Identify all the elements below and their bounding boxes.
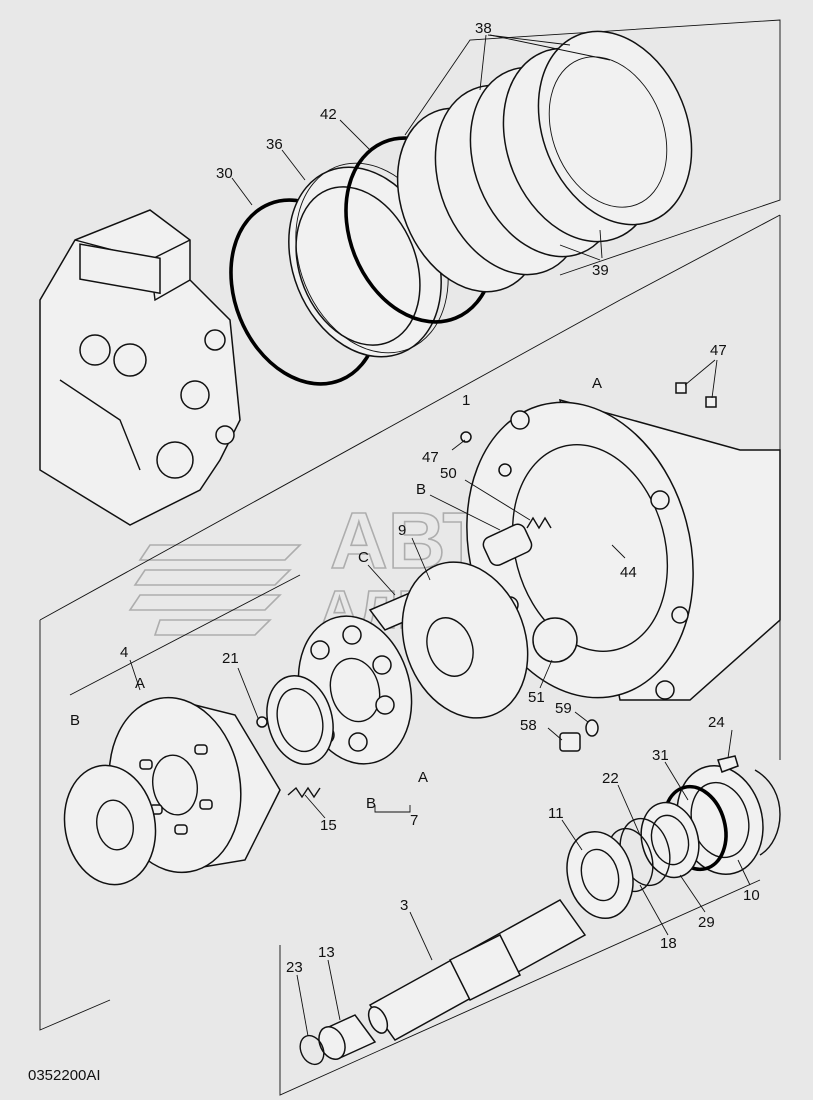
frame-main-top [39, 299, 621, 621]
label-b2: B [70, 712, 80, 729]
label-50: 50 [440, 465, 457, 482]
label-30: 30 [216, 165, 233, 182]
group-frames [39, 19, 781, 1096]
part-10-snap-ring [754, 769, 781, 856]
label-42: 42 [320, 106, 337, 123]
part-9-piston [482, 523, 533, 567]
frame-main-left [39, 620, 111, 1031]
frame-shaft [279, 879, 761, 1096]
label-21: 21 [222, 650, 239, 667]
label-13: 13 [318, 944, 335, 961]
leader-lines [129, 34, 751, 1037]
label-7: 7 [410, 812, 418, 829]
label-36: 36 [266, 136, 283, 153]
label-b3: B [366, 795, 376, 812]
part-59-ring [585, 719, 599, 737]
label-44: 44 [620, 564, 637, 581]
label-1: 1 [462, 392, 470, 409]
part-b-plate [63, 764, 157, 886]
part-15-spring [287, 786, 321, 799]
label-22: 22 [602, 770, 619, 787]
frame-top-right [619, 214, 781, 301]
part-ring-guide [266, 675, 334, 765]
label-47a: 47 [710, 342, 727, 359]
part-1-housing [466, 398, 781, 701]
label-11: 11 [548, 805, 564, 822]
label-59: 59 [555, 700, 572, 717]
valve-housing [39, 209, 241, 526]
part-11-bearing [566, 830, 634, 920]
part-58-plug [559, 732, 581, 752]
watermark-emblem [128, 544, 302, 636]
label-a2: A [135, 675, 145, 692]
drawing-number: 0352200AI [28, 1067, 101, 1084]
label-b1: B [416, 481, 426, 498]
part-38-39-plates [396, 30, 693, 293]
label-31: 31 [652, 747, 669, 764]
label-24: 24 [708, 714, 725, 731]
label-58: 58 [520, 717, 537, 734]
frame-brake-plates [404, 19, 781, 276]
callout-labels: 38 39 42 36 30 47 A 1 47 50 B 9 C 44 51 … [70, 20, 760, 976]
frame-rotor [69, 574, 301, 696]
label-c: C [358, 549, 369, 566]
part-29-ring [640, 801, 700, 879]
label-15: 15 [320, 817, 337, 834]
label-39: 39 [592, 262, 609, 279]
part-13-bushing [318, 1014, 377, 1060]
label-a1: A [592, 375, 602, 392]
label-a3: A [418, 769, 428, 786]
part-47-plugs [460, 382, 717, 443]
label-4: 4 [120, 644, 128, 661]
part-23-snap-ring [299, 1034, 325, 1066]
part-51-ball [532, 617, 578, 663]
part-24-clip [717, 755, 739, 773]
label-38: 38 [475, 20, 492, 37]
label-51: 51 [528, 689, 545, 706]
label-47b: 47 [422, 449, 439, 466]
label-29: 29 [698, 914, 715, 931]
label-23: 23 [286, 959, 303, 976]
label-10: 10 [743, 887, 760, 904]
label-18: 18 [660, 935, 677, 952]
label-9: 9 [398, 522, 406, 539]
part-valve-plate [401, 561, 529, 719]
label-3: 3 [400, 897, 408, 914]
part-3-shaft [367, 899, 587, 1041]
part-50-spring [526, 516, 552, 530]
part-21-ball [256, 716, 268, 728]
